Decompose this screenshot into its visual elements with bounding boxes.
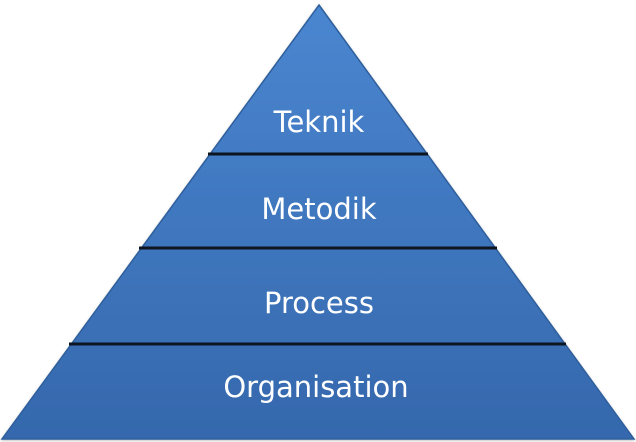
level-label-organisation: Organisation — [223, 370, 408, 404]
level-label-teknik: Teknik — [273, 105, 365, 139]
level-label-metodik: Metodik — [261, 192, 376, 226]
level-label-process: Process — [264, 286, 374, 320]
pyramid-shape — [0, 3, 636, 440]
